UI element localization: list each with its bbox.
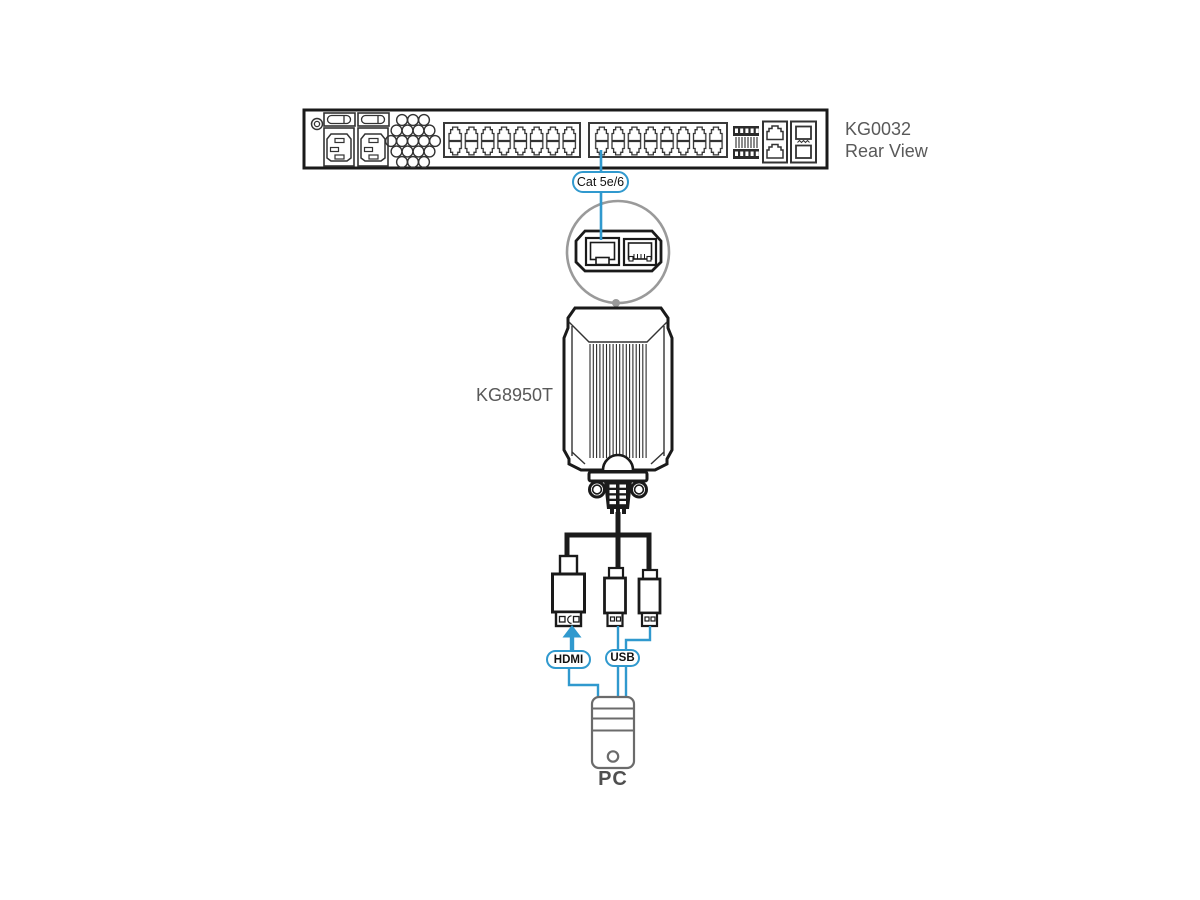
hdmi-plug-icon xyxy=(551,554,586,628)
rj45-jack-detail xyxy=(622,237,658,267)
magnifier-circle xyxy=(565,199,671,307)
power-switch-icon xyxy=(357,112,390,127)
usb-plug-icon xyxy=(637,568,662,628)
dvi-connector xyxy=(587,470,649,514)
hdmi-arrow-icon xyxy=(562,625,582,652)
hdmi-cable-line xyxy=(567,668,600,698)
pc-label: PC xyxy=(598,768,628,790)
heatsink-ridges xyxy=(589,344,647,458)
cable-boot-dome xyxy=(601,453,635,471)
rack-view-text: Rear View xyxy=(845,141,928,161)
transmitter-label: KG8950T xyxy=(476,385,554,405)
fan-vent-icon xyxy=(384,113,442,169)
transmitter-body xyxy=(562,306,674,472)
pc-tower-icon xyxy=(590,695,636,770)
usb-cable-line xyxy=(624,626,652,651)
rack-label: KG0032 Rear View xyxy=(845,118,928,162)
usb-plug-icon xyxy=(603,566,627,628)
power-inlet-icon xyxy=(323,127,355,167)
pc-cable-lines xyxy=(567,626,652,698)
rack-unit xyxy=(302,108,829,170)
ground-screw-icon xyxy=(310,117,324,131)
power-switch-icon xyxy=(323,112,356,127)
cable-splitter xyxy=(564,512,652,571)
option-port-icon xyxy=(790,120,817,164)
rj45-dual-port-icon xyxy=(762,120,788,164)
usb-cable-tag: USB xyxy=(605,649,640,667)
rack-model-text: KG0032 xyxy=(845,119,912,139)
hdmi-cable-tag: HDMI xyxy=(546,650,591,669)
rj45-plug-detail xyxy=(584,236,621,267)
dip-switch-icon xyxy=(733,126,759,159)
cat-cable-tag: Cat 5e/6 xyxy=(572,171,629,193)
rj45-bank-right xyxy=(588,122,728,158)
power-inlet-icon xyxy=(357,127,389,167)
rj45-bank-left xyxy=(443,122,581,158)
